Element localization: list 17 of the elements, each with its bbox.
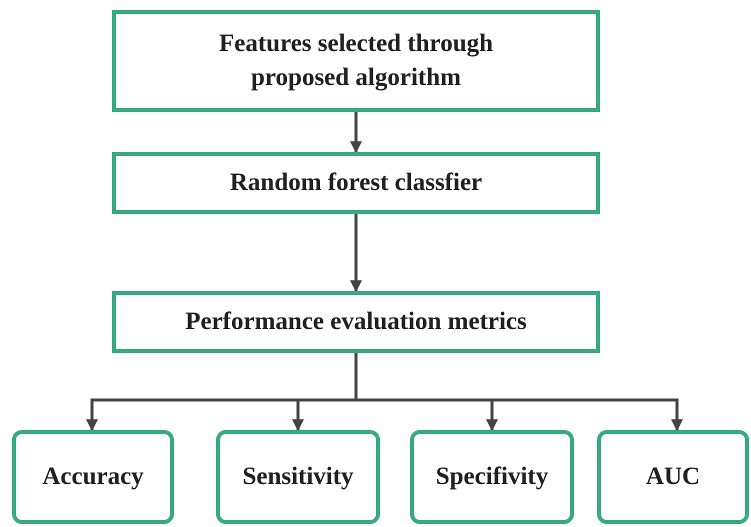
arrow (350, 214, 362, 292)
arrow (350, 112, 362, 154)
process-box (597, 430, 749, 524)
process-box (216, 430, 380, 524)
process-box (112, 291, 600, 353)
process-box (112, 10, 600, 112)
process-box (12, 430, 174, 524)
box-label: Features selected through proposed algorithm (218, 29, 494, 93)
box-label: Accuracy (42, 462, 144, 492)
box-label: AUC (646, 462, 700, 492)
process-box (112, 152, 600, 214)
box-label: Random forest classfier (230, 168, 482, 198)
box-label: Performance evaluation metrics (185, 307, 527, 338)
box-label: Sensitivity (242, 462, 354, 492)
process-box (410, 430, 574, 524)
arrow (354, 353, 683, 432)
box-label: Specifivity (436, 462, 548, 492)
